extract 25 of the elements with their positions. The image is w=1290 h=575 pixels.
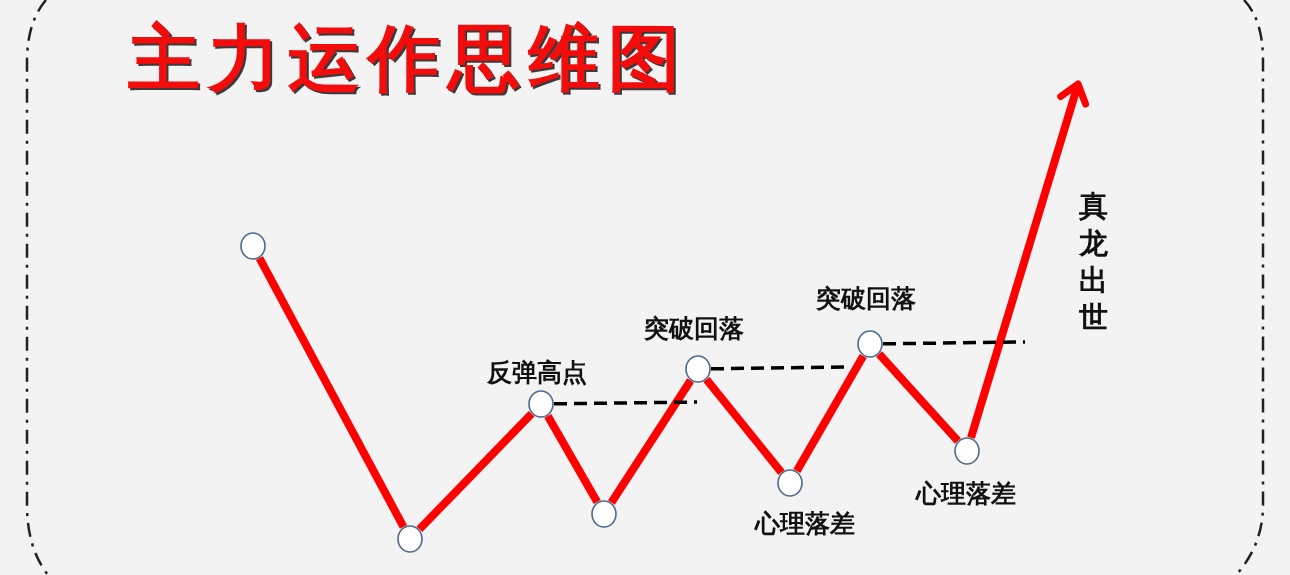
arrow <box>967 80 1090 439</box>
line-segment <box>703 377 785 475</box>
edge-label: 真龙出世 <box>1078 188 1108 336</box>
circle-marker <box>777 469 803 497</box>
circle-marker <box>954 437 980 465</box>
line-segment <box>608 378 694 505</box>
circle-marker <box>397 525 423 553</box>
circle-marker <box>591 500 617 528</box>
line-segment <box>416 410 535 533</box>
dashed-line <box>553 400 698 406</box>
line-segment <box>544 413 601 505</box>
point-label: 心理落差 <box>916 480 1016 506</box>
line-segment <box>793 353 867 474</box>
title: 主力运作思维图 <box>128 22 688 94</box>
point-label: 突破回落 <box>644 315 744 341</box>
point-label: 突破回落 <box>816 285 916 311</box>
dashed-line <box>882 340 1026 346</box>
circle-marker <box>528 390 554 418</box>
point-label: 反弹高点 <box>487 359 587 385</box>
circle-marker <box>240 232 266 260</box>
line-segment <box>255 256 408 529</box>
circle-marker <box>685 355 711 383</box>
circle-marker <box>857 330 883 358</box>
line-segment <box>876 351 961 444</box>
point-label: 心理落差 <box>755 510 855 536</box>
